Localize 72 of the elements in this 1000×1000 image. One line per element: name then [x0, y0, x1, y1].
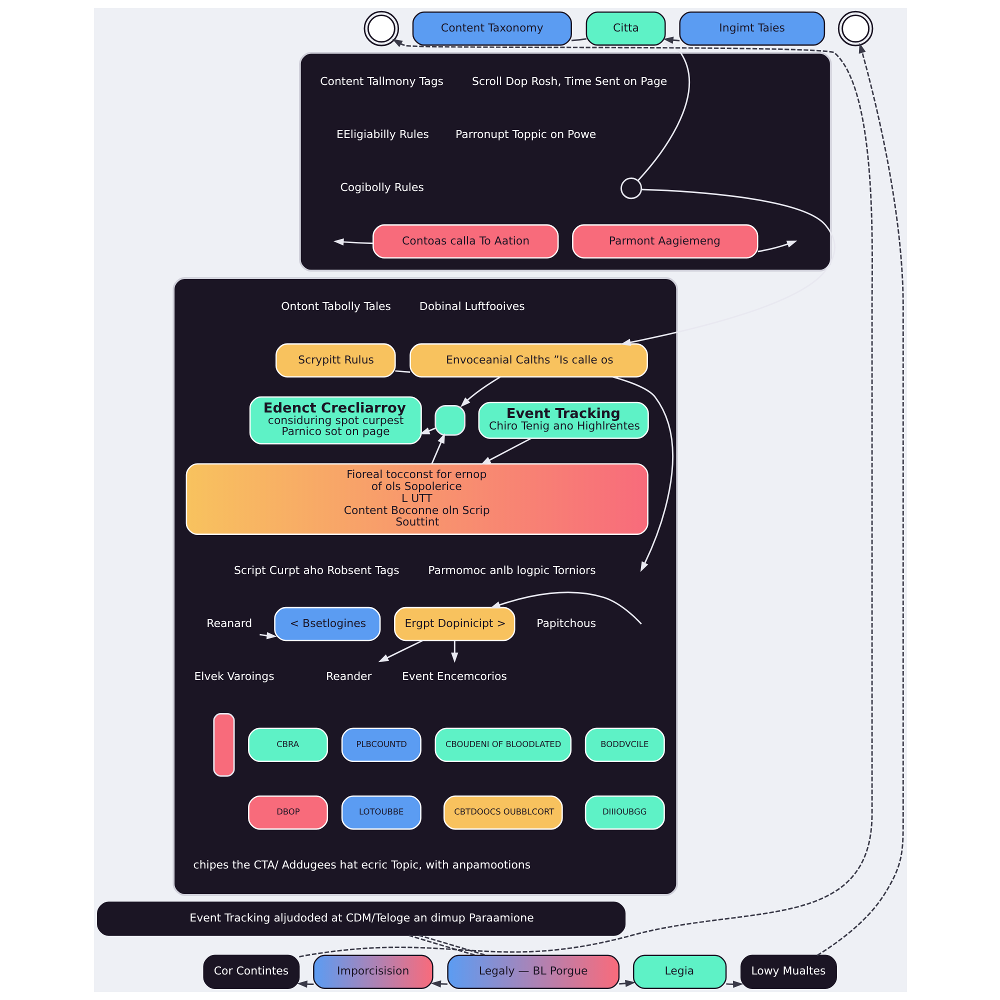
- node-box: CBOUDENI OF BLOODLATED: [434, 728, 572, 762]
- node-person: [837, 10, 873, 46]
- node-box: Lowy Mualtes: [740, 954, 836, 989]
- node-box: DIIIOUBGG: [584, 795, 664, 830]
- arrow: [662, 36, 680, 44]
- node-box: Contoas calla To Aation: [372, 224, 558, 259]
- node-box: Fioreal tocconst for ernop of ols Sopolerice L UTT Content Boconne oln Scrip Souttint: [185, 463, 648, 535]
- node-box: [434, 404, 465, 436]
- arrow: [450, 640, 458, 663]
- arrow: [332, 238, 372, 246]
- label: Dobinal Luftfooives: [418, 300, 524, 314]
- connector: [570, 38, 586, 42]
- node-box: Ingimt Taies: [678, 11, 825, 46]
- arrow: [430, 980, 447, 988]
- node-box: Event Tracking aljudoded at CDM/Teloge an dimup Paraamione: [96, 902, 626, 936]
- node-box: Legaly — BL Porgue: [446, 954, 620, 989]
- arrow: [757, 240, 797, 252]
- arrow: [620, 188, 835, 346]
- label: Elvek Varoings: [194, 670, 274, 683]
- arrow: [618, 980, 636, 987]
- arrow: [418, 427, 436, 434]
- node-box: BODDVCILE: [584, 728, 664, 762]
- arrow: [298, 38, 872, 958]
- connector: [418, 934, 486, 956]
- label: Parmomoc anlb logpic Torniors: [428, 564, 596, 577]
- node-box: Event Tracking Chiro Tenig ano Highlrentes: [478, 402, 648, 439]
- label: Ontont Tabolly Tales: [280, 300, 390, 314]
- label: Script Curpt aho Robsent Tags: [234, 564, 399, 577]
- label: Scroll Dop Rosh, Time Sent on Page: [472, 74, 667, 88]
- connector: [394, 370, 410, 373]
- arrow: [726, 980, 743, 988]
- arrow: [259, 632, 276, 640]
- arrow: [430, 433, 445, 464]
- node-box: < Bsetlogines: [274, 606, 380, 642]
- node-box: Legia: [632, 954, 726, 989]
- node-bar: [212, 713, 234, 777]
- node-box: CBTDOOCS OUBBLCORT: [442, 795, 562, 830]
- cluster: [172, 277, 678, 896]
- label: EEligiabilly Rules: [336, 128, 428, 142]
- node-text: Reander: [326, 670, 372, 683]
- connector: [408, 934, 476, 956]
- label: Content Tallmony Tags: [320, 74, 444, 88]
- arrow: [490, 592, 642, 625]
- cluster: [298, 52, 832, 272]
- node-text: Event Encemcorios: [402, 670, 506, 683]
- node-box: Content Taxonomy: [412, 11, 572, 46]
- label: chipes the CTA/ Addugees hat ecric Topic, with anpamootions: [192, 858, 530, 872]
- node-box: Scrypitt Rulus: [275, 343, 396, 378]
- node-box: PLBCOUNTD: [340, 728, 421, 762]
- node-box: LOTOUBBE: [340, 795, 421, 830]
- arrow: [460, 376, 500, 408]
- node-person: [363, 10, 399, 46]
- label: Cogibolly Rules: [340, 181, 424, 194]
- arrow: [378, 640, 422, 662]
- arrow: [480, 438, 531, 465]
- node-box: Parmont Aagiemeng: [572, 224, 758, 259]
- node-text: Reanard: [206, 616, 252, 630]
- label: Papitchous: [536, 616, 596, 630]
- node-box: DBOP: [248, 795, 328, 830]
- node-box: Imporcisision: [312, 954, 433, 989]
- node-box: Citta: [585, 11, 666, 46]
- node-box: Ergpt Dopinicipt >: [394, 606, 515, 642]
- arrow: [612, 376, 673, 572]
- node-box: CBRA: [248, 728, 328, 762]
- node-box: Cor Contintes: [202, 954, 300, 989]
- node-circle: [620, 178, 642, 200]
- node-box: Edenct Crecliarroy considuring spot curpest Parnico sot on page: [248, 396, 422, 444]
- arrow: [816, 42, 904, 956]
- label: Parronupt Toppic on Powe: [455, 128, 596, 142]
- node-box: Envoceanial Calths ”Is calle os: [409, 343, 648, 378]
- arrow: [637, 42, 690, 181]
- arrow: [296, 980, 314, 988]
